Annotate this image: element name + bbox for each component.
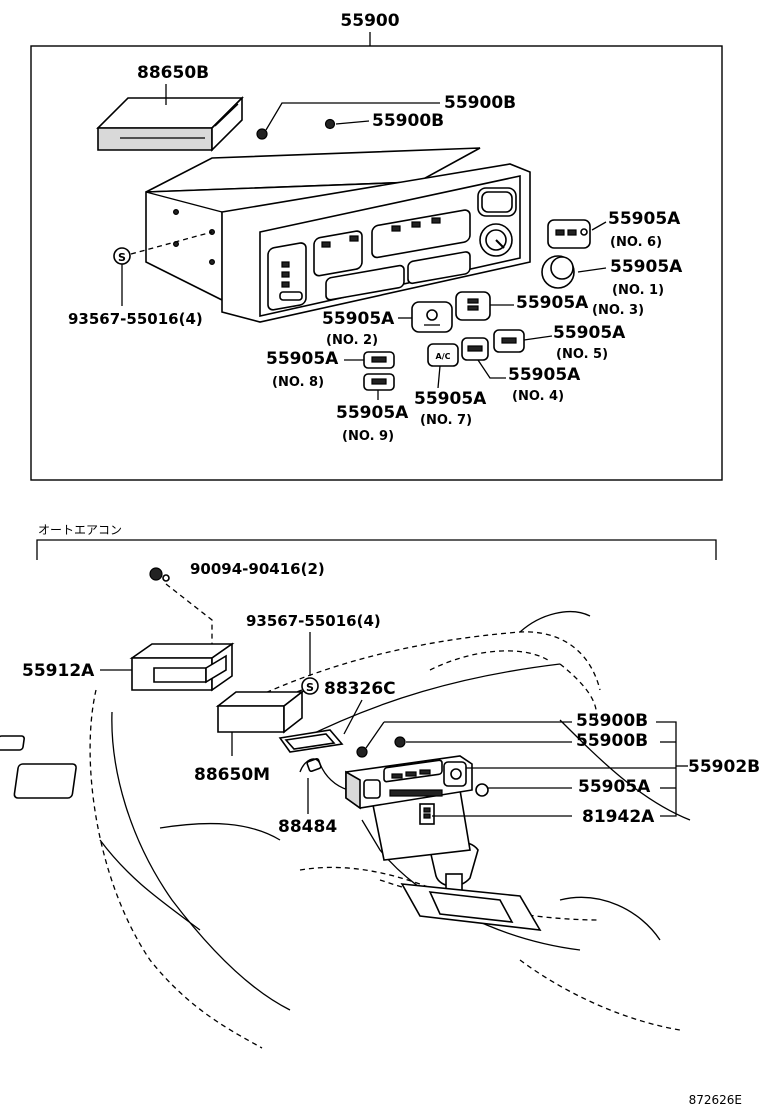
label-55902b: 55902B bbox=[688, 757, 760, 777]
assembly-frame bbox=[30, 45, 723, 481]
label-55912a: 55912A bbox=[22, 661, 95, 681]
label-k3n: (NO. 3) bbox=[592, 303, 644, 318]
label-k2: 55905A bbox=[322, 309, 395, 329]
label-k4: 55905A bbox=[508, 365, 581, 385]
label-88650m: 88650M bbox=[194, 765, 270, 785]
label-55900b-lower-2: 55900B bbox=[576, 731, 648, 751]
label-93567-upper: 93567-55016(4) bbox=[68, 310, 203, 328]
button-no9 bbox=[363, 373, 395, 391]
knob-no1 bbox=[541, 255, 575, 289]
clip-93567-upper: S bbox=[113, 247, 131, 265]
climate-control-unit bbox=[145, 147, 531, 323]
button-no4 bbox=[461, 337, 489, 361]
part-88650m bbox=[215, 690, 305, 734]
label-k6n: (NO. 6) bbox=[610, 235, 662, 250]
figure-code: 872626E bbox=[689, 1093, 742, 1107]
part-88484-harness bbox=[299, 758, 349, 791]
label-k5: 55905A bbox=[553, 323, 626, 343]
label-k7n: (NO. 7) bbox=[420, 413, 472, 428]
label-93567-lower: 93567-55016(4) bbox=[246, 612, 381, 630]
dashboard-outline bbox=[0, 611, 691, 1049]
section-title: オートエアコン bbox=[38, 523, 122, 537]
label-k8: 55905A bbox=[266, 349, 339, 369]
label-k4n: (NO. 4) bbox=[512, 389, 564, 404]
button-no8 bbox=[363, 351, 395, 369]
label-55900b-2: 55900B bbox=[372, 111, 444, 131]
lower-section: オートエアコン bbox=[0, 523, 760, 1049]
label-55905a-lower: 55905A bbox=[578, 777, 651, 797]
button-no7-ac: A/C bbox=[427, 343, 459, 367]
upper-assembly-section: 55900 88650B 55900B 55900B bbox=[30, 11, 723, 481]
label-k3: 55905A bbox=[516, 293, 589, 313]
leader-no1 bbox=[577, 267, 607, 273]
label-k9n: (NO. 9) bbox=[342, 429, 394, 444]
part-88650b-cover bbox=[96, 96, 244, 152]
clip-93567-lower: S bbox=[301, 677, 319, 695]
leader-no5 bbox=[523, 335, 553, 341]
label-k7: 55905A bbox=[414, 389, 487, 409]
part-88326c-panel bbox=[278, 729, 344, 753]
label-k6: 55905A bbox=[608, 209, 681, 229]
label-k1: 55905A bbox=[610, 257, 683, 277]
installed-control-unit bbox=[345, 755, 473, 810]
leader-no4 bbox=[477, 359, 506, 379]
leader-55900b-1 bbox=[265, 102, 440, 131]
label-88326c: 88326C bbox=[324, 679, 396, 699]
label-88650b: 88650B bbox=[137, 63, 209, 83]
button-no5 bbox=[493, 329, 525, 353]
leader-no6 bbox=[591, 221, 607, 231]
label-k1n: (NO. 1) bbox=[612, 283, 664, 298]
label-k5n: (NO. 5) bbox=[556, 347, 608, 362]
button-no2 bbox=[411, 301, 453, 333]
label-k9: 55905A bbox=[336, 403, 409, 423]
leader-88326c bbox=[343, 699, 363, 735]
assembly-number: 55900 bbox=[340, 11, 399, 31]
screw-55900b-lower bbox=[356, 736, 406, 758]
bracket-55902b bbox=[656, 721, 677, 817]
part-55912a-pocket bbox=[129, 642, 235, 692]
label-88484: 88484 bbox=[278, 817, 337, 837]
label-55900b-1: 55900B bbox=[444, 93, 516, 113]
dash-93567 bbox=[130, 231, 213, 255]
label-55900b-lower-1: 55900B bbox=[576, 711, 648, 731]
svg-text:S: S bbox=[118, 251, 126, 264]
section-bracket bbox=[36, 539, 717, 560]
knob-no6 bbox=[547, 219, 591, 249]
screw-90094 bbox=[149, 567, 170, 582]
screw-55900b-upper bbox=[256, 118, 336, 140]
leader-55900b-lower-1a bbox=[365, 721, 385, 749]
label-81942a: 81942A bbox=[582, 807, 655, 827]
leader-55900b-2 bbox=[335, 120, 370, 125]
leader-no7 bbox=[437, 365, 441, 389]
label-k8n: (NO. 8) bbox=[272, 375, 324, 390]
knob-55905a-lower bbox=[475, 783, 489, 797]
label-90094: 90094-90416(2) bbox=[190, 560, 325, 578]
ac-button-text: A/C bbox=[436, 352, 451, 361]
button-no3 bbox=[455, 291, 491, 321]
svg-text:S: S bbox=[306, 681, 314, 694]
label-k2n: (NO. 2) bbox=[326, 333, 378, 348]
